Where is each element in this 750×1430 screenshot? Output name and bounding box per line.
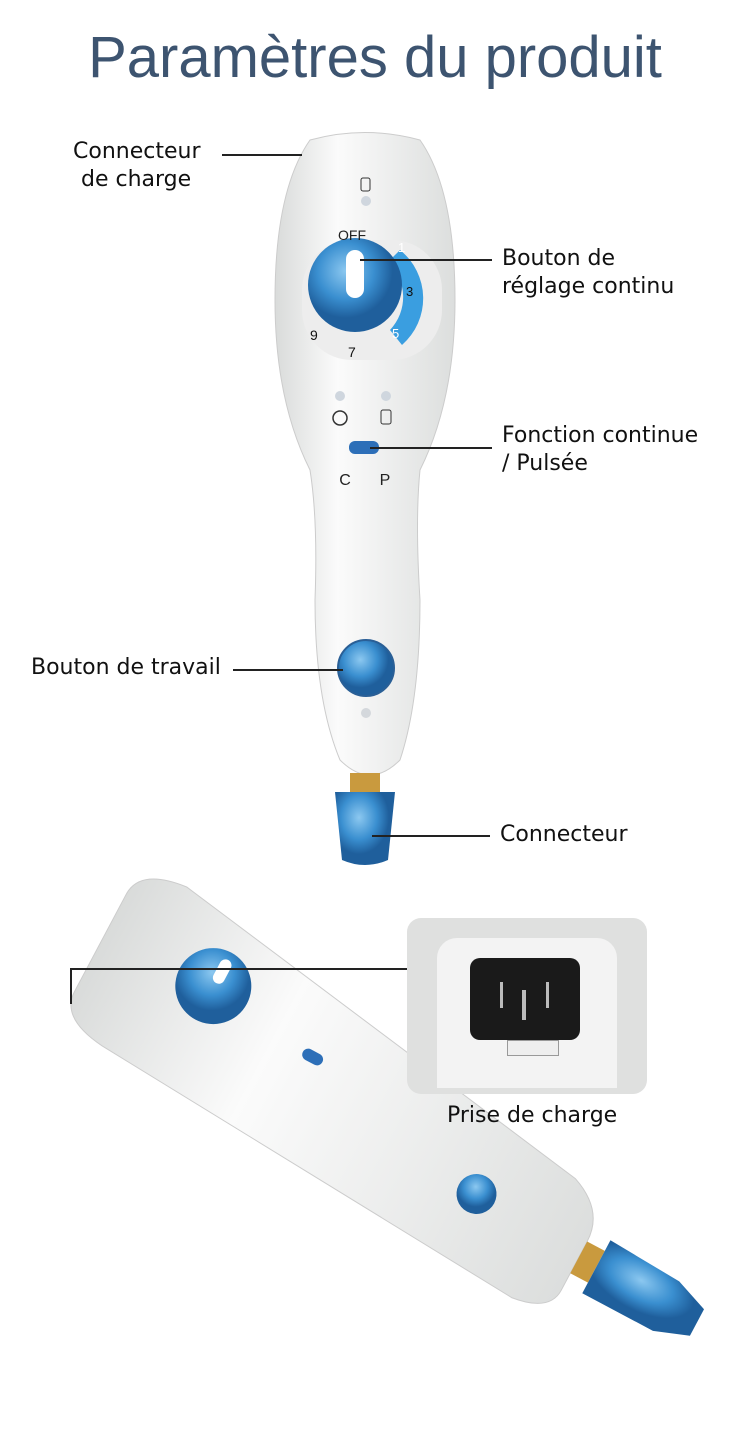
charging-port (470, 958, 580, 1040)
charge-led (361, 196, 371, 206)
dial-label: Bouton de réglage continu (502, 246, 675, 299)
leader-line (70, 968, 72, 1004)
switch-p-label: P (380, 472, 391, 489)
mode-switch (349, 441, 379, 454)
mode-switch-label: Fonction continue / Pulsée (502, 423, 699, 476)
dial-number: 9 (310, 327, 318, 343)
page-title: Paramètres du produit (88, 25, 662, 90)
dial-number: 7 (348, 344, 356, 360)
charging-connector-label: Connecteur de charge (73, 139, 201, 192)
battery-icon (380, 409, 392, 425)
charging-port-label: Prise de charge (447, 1103, 618, 1128)
charging-port-photo (407, 918, 647, 1094)
dial-number: 5 (392, 326, 399, 341)
brass-thread (350, 773, 380, 793)
power-icon (332, 410, 348, 426)
battery-icon (360, 177, 371, 192)
switch-c-label: C (339, 472, 351, 489)
dial-off-label: OFF (338, 227, 366, 243)
work-button (337, 639, 395, 697)
power-led (335, 391, 345, 401)
work-button-label: Bouton de travail (31, 655, 221, 680)
leader-line (222, 154, 302, 156)
leader-line (233, 669, 343, 671)
dial-number: 3 (406, 284, 413, 299)
leader-line (360, 259, 492, 261)
dial-number: 1 (398, 240, 405, 255)
leader-line (70, 968, 407, 970)
leader-line (370, 447, 492, 449)
connector-label: Connecteur (500, 822, 628, 847)
battery-led (381, 391, 391, 401)
connector-cap (335, 792, 395, 865)
leader-line (372, 835, 490, 837)
